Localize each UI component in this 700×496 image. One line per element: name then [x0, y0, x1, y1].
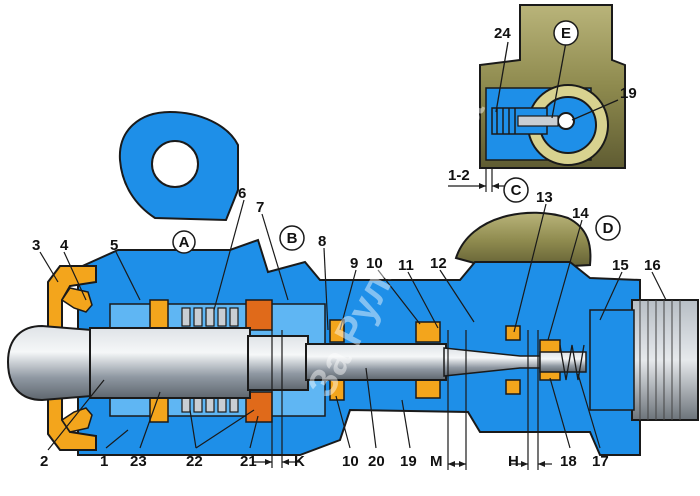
part-labels: 3 4 5 6 7 8 9 10 11 12 13 14 15 16 24 19…	[32, 25, 661, 470]
label-8: 8	[318, 233, 326, 250]
threaded-fitting	[589, 299, 699, 421]
label-13: 13	[536, 189, 553, 206]
label-5: 5	[110, 237, 118, 254]
circle-letters: A B C D E	[179, 25, 614, 251]
marker-C: C	[511, 182, 522, 199]
spring	[181, 307, 239, 413]
dim-K: K	[294, 453, 305, 470]
marker-B: B	[287, 230, 298, 247]
label-2: 2	[40, 453, 48, 470]
label-10-bottom: 10	[342, 453, 359, 470]
leader-lines	[39, 199, 667, 451]
label-19-inset: 19	[620, 85, 637, 102]
label-21: 21	[240, 453, 257, 470]
label-6: 6	[238, 185, 246, 202]
label-15: 15	[612, 257, 629, 274]
marker-D: D	[603, 220, 614, 237]
label-3: 3	[32, 237, 40, 254]
inset-view	[448, 4, 626, 192]
label-12: 12	[430, 255, 447, 272]
end-cap	[47, 265, 97, 451]
label-22: 22	[186, 453, 203, 470]
piston-rod	[6, 324, 587, 402]
label-1: 1	[100, 453, 108, 470]
label-19: 19	[400, 453, 417, 470]
label-10-top: 10	[366, 255, 383, 272]
label-20: 20	[368, 453, 385, 470]
dimension-labels: K M H 1-2	[294, 167, 519, 470]
spring-right	[559, 344, 585, 381]
label-9: 9	[350, 255, 358, 272]
label-24: 24	[494, 25, 511, 42]
circle-markers	[172, 177, 621, 254]
label-4: 4	[60, 237, 69, 254]
label-7: 7	[256, 199, 264, 216]
dim-H: H	[508, 453, 519, 470]
label-18: 18	[560, 453, 577, 470]
label-14: 14	[572, 205, 589, 222]
label-23: 23	[130, 453, 147, 470]
dim-M: M	[430, 453, 443, 470]
label-16: 16	[644, 257, 661, 274]
label-11: 11	[398, 257, 414, 274]
label-17: 17	[592, 453, 609, 470]
dim-gap: 1-2	[448, 167, 470, 184]
marker-E: E	[561, 25, 571, 42]
marker-A: A	[179, 234, 190, 251]
